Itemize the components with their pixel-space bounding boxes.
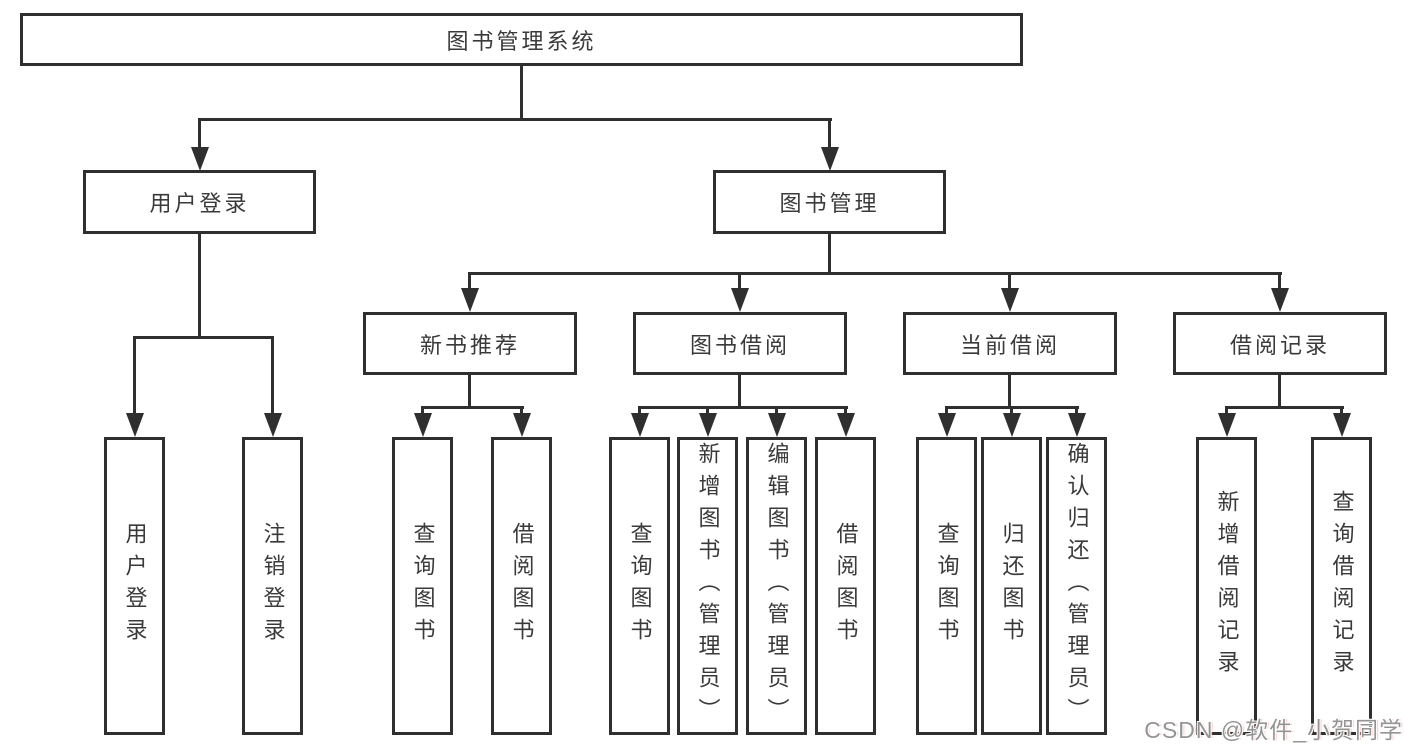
arrowhead [513, 413, 531, 437]
connector-line [198, 234, 201, 336]
connector-line [133, 336, 274, 339]
node-current-borrowing-label: 当前借阅 [959, 332, 1060, 358]
node-new-book-recommend: 新书推荐 [363, 312, 577, 375]
connector-line [828, 234, 831, 275]
node-book-management: 图书管理 [713, 170, 946, 234]
leaf-bb-borrow-book-label: 借阅图书 [833, 522, 859, 650]
arrowhead [1333, 413, 1351, 437]
connector-line [469, 272, 1282, 275]
node-book-borrowing: 图书借阅 [633, 312, 847, 375]
leaf-bb-add-book-admin: 新增图书（管理员） [677, 437, 738, 735]
leaf-cb-return-book: 归还图书 [981, 437, 1042, 735]
arrowhead [631, 413, 649, 437]
leaf-bb-add-book-admin-label: 新增图书（管理员） [695, 442, 721, 730]
node-book-management-label: 图书管理 [779, 191, 880, 216]
arrowhead [1001, 288, 1019, 312]
connector-line [133, 336, 136, 416]
leaf-br-query-record: 查询借阅记录 [1311, 437, 1372, 735]
connector-line [1278, 272, 1281, 290]
connector-line [271, 336, 274, 416]
connector-line [638, 406, 641, 416]
leaf-br-query-record-label: 查询借阅记录 [1329, 490, 1355, 682]
node-user-login-label: 用户登录 [149, 191, 250, 216]
leaf-cb-confirm-return-admin-label: 确认归还（管理员） [1064, 442, 1090, 730]
arrowhead [731, 288, 749, 312]
arrowhead [768, 413, 786, 437]
node-new-book-recommend-label: 新书推荐 [419, 332, 520, 358]
node-borrowing-records-label: 借阅记录 [1229, 332, 1330, 358]
node-borrowing-records: 借阅记录 [1173, 312, 1387, 375]
connector-line [1008, 272, 1011, 290]
connector-line [421, 406, 424, 416]
leaf-bb-borrow-book: 借阅图书 [815, 437, 876, 735]
leaf-nbr-borrow-book-label: 借阅图书 [509, 522, 535, 650]
leaf-logout: 注销登录 [242, 437, 303, 735]
leaf-bb-edit-book-admin-label: 编辑图书（管理员） [764, 442, 790, 730]
connector-line [1225, 406, 1228, 416]
leaf-cb-query-book: 查询图书 [916, 437, 977, 735]
connector-line [638, 406, 848, 409]
arrowhead [837, 413, 855, 437]
connector-line [1278, 375, 1281, 407]
leaf-user-login: 用户登录 [104, 437, 165, 735]
connector-line [1225, 406, 1344, 409]
connector-line [468, 375, 471, 407]
connector-line [520, 65, 523, 121]
connector-line [844, 406, 847, 416]
node-root-label: 图书管理系统 [446, 28, 597, 54]
connector-line [775, 406, 778, 416]
leaf-br-add-record: 新增借阅记录 [1196, 437, 1257, 735]
arrowhead [126, 413, 144, 437]
connector-line [828, 118, 831, 148]
leaf-cb-return-book-label: 归还图书 [999, 522, 1025, 650]
connector-line [738, 375, 741, 407]
arrowhead [1068, 413, 1086, 437]
arrowhead [461, 288, 479, 312]
connector-line [738, 272, 741, 290]
connector-line [1008, 375, 1011, 407]
arrowhead [414, 413, 432, 437]
leaf-bb-query-book-label: 查询图书 [627, 522, 653, 650]
connector-line [198, 118, 832, 121]
watermark: CSDN @软件_小贺同学 [1144, 717, 1403, 743]
leaf-logout-label: 注销登录 [260, 522, 286, 650]
arrowhead [1003, 413, 1021, 437]
leaf-nbr-query-book-label: 查询图书 [410, 522, 436, 650]
arrowhead [1218, 413, 1236, 437]
connector-line [1010, 406, 1013, 416]
node-current-borrowing: 当前借阅 [903, 312, 1117, 375]
arrowhead [821, 147, 839, 171]
connector-line [706, 406, 709, 416]
connector-line [1340, 406, 1343, 416]
connector-line [520, 406, 523, 416]
node-book-borrowing-label: 图书借阅 [689, 332, 790, 358]
leaf-nbr-borrow-book: 借阅图书 [491, 437, 552, 735]
node-user-login: 用户登录 [83, 170, 316, 234]
arrowhead [191, 147, 209, 171]
leaf-cb-confirm-return-admin: 确认归还（管理员） [1046, 437, 1107, 735]
arrowhead [699, 413, 717, 437]
connector-line [1075, 406, 1078, 416]
arrowhead [1271, 288, 1289, 312]
leaf-nbr-query-book: 查询图书 [392, 437, 453, 735]
leaf-user-login-label: 用户登录 [122, 522, 148, 650]
arrowhead [938, 413, 956, 437]
arrowhead [264, 413, 282, 437]
node-root: 图书管理系统 [20, 13, 1023, 66]
leaf-cb-query-book-label: 查询图书 [934, 522, 960, 650]
connector-line [468, 272, 471, 290]
leaf-bb-query-book: 查询图书 [609, 437, 670, 735]
leaf-bb-edit-book-admin: 编辑图书（管理员） [746, 437, 807, 735]
leaf-br-add-record-label: 新增借阅记录 [1214, 490, 1240, 682]
connector-line [945, 406, 948, 416]
connector-line [198, 118, 201, 148]
connector-line [421, 406, 524, 409]
